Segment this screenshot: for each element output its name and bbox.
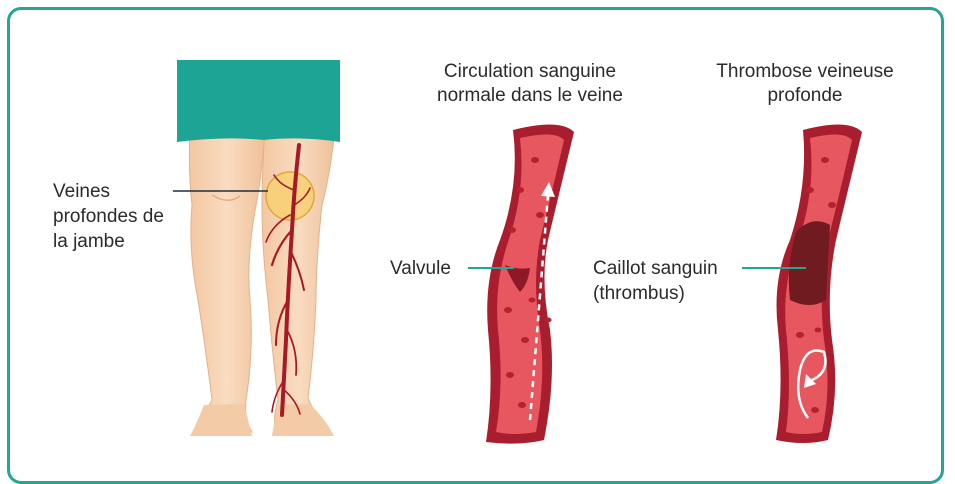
normal-vein-lumen: [496, 134, 564, 434]
dvt-title: Thrombose veineuse profonde: [700, 60, 910, 108]
left-foot: [190, 404, 252, 436]
dvt-title-line: profonde: [700, 84, 910, 108]
dvt-title-line: Thrombose veineuse: [700, 60, 910, 84]
deep-veins-label: Veines profondes de la jambe: [53, 179, 164, 254]
normal-circulation-title: Circulation sanguine normale dans le vei…: [410, 60, 650, 108]
deep-veins-label-line: la jambe: [53, 229, 164, 254]
normal-title-line: Circulation sanguine: [410, 60, 650, 84]
normal-vein-illustration: [486, 124, 574, 443]
valve-label: Valvule: [390, 256, 451, 281]
legs-illustration: [177, 60, 340, 436]
deep-veins-label-line: Veines: [53, 179, 164, 204]
deep-veins-label-line: profondes de: [53, 204, 164, 229]
deep-veins-highlight: [266, 172, 314, 220]
normal-title-line: normale dans le veine: [410, 84, 650, 108]
clot-label: Caillot sanguin (thrombus): [593, 256, 718, 306]
left-leg: [189, 130, 265, 432]
clot-label-line: (thrombus): [593, 281, 718, 306]
dvt-vein-illustration: [776, 124, 862, 443]
clot-label-line: Caillot sanguin: [593, 256, 718, 281]
shorts: [177, 60, 340, 142]
